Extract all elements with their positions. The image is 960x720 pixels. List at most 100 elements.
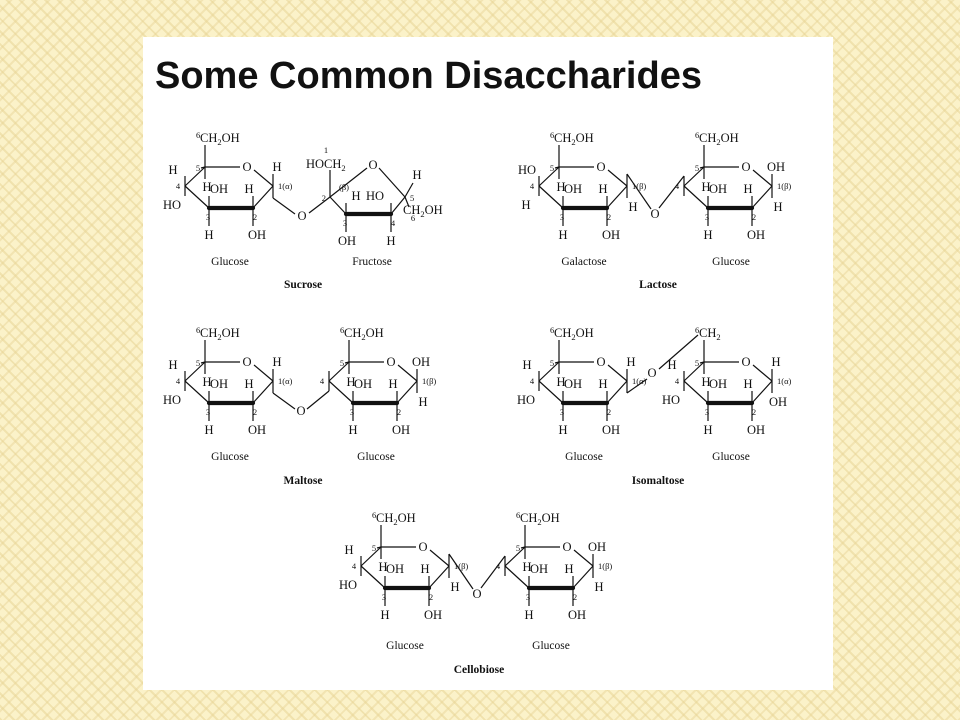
carbon-number: 4 <box>352 561 357 571</box>
slide-title: Some Common Disaccharides <box>155 55 702 97</box>
anomer-label: 1(β) <box>777 181 791 191</box>
h-label: H <box>420 562 429 576</box>
ch2oh-label: CH2OH <box>554 131 594 147</box>
carbon-number: 3 <box>343 218 347 228</box>
carbon-number: 4 <box>496 561 501 571</box>
carbon-number: 6 <box>196 325 200 335</box>
bond-line <box>184 380 210 404</box>
bond-line <box>751 185 773 209</box>
bond-line <box>626 378 648 394</box>
substituent-label: H <box>344 543 353 557</box>
substituent-label: HO <box>339 578 357 592</box>
monomer-name: Glucose <box>712 256 750 268</box>
bond-line <box>607 364 628 382</box>
bond-line <box>404 196 410 208</box>
bond-line <box>538 361 560 382</box>
monomer-name: Galactose <box>561 256 606 268</box>
anomer-label: 1(α) <box>777 376 792 386</box>
ring-oxygen: O <box>418 540 427 554</box>
ch2oh-label: CH2OH <box>200 131 240 147</box>
carbon-number: 1 <box>324 145 328 155</box>
bond-line <box>448 553 474 590</box>
h-label: H <box>522 560 531 574</box>
bond-line <box>344 361 384 364</box>
bond-line <box>360 565 386 589</box>
h-label: H <box>204 228 213 242</box>
bond-line <box>328 380 354 404</box>
substituent-label: OH <box>709 182 727 196</box>
glycosidic-oxygen: O <box>296 404 305 418</box>
carbon-number: 2 <box>397 407 401 417</box>
bond-line <box>253 364 274 382</box>
bond-line <box>538 166 560 187</box>
bond-line <box>626 173 652 210</box>
carbon-number: 2 <box>607 212 611 222</box>
ring-oxygen: O <box>596 355 605 369</box>
ch2oh-label: CH2OH <box>344 326 384 342</box>
bond-line <box>376 546 416 549</box>
carbon-number: 3 <box>206 407 210 417</box>
substituent-label: H <box>773 200 782 214</box>
bond-line <box>606 185 628 209</box>
substituent-label: HO <box>662 393 680 407</box>
carbon-number: 5 <box>516 543 520 553</box>
anomer-label: 1(α) <box>278 181 293 191</box>
carbon-number: 6 <box>550 130 554 140</box>
carbon-number: 4 <box>176 181 181 191</box>
molecule-name: Lactose <box>639 279 677 291</box>
carbon-number: 3 <box>705 212 709 222</box>
carbon-number: 2 <box>253 407 257 417</box>
anomer-label: 1(β) <box>598 561 612 571</box>
monomer-name: Glucose <box>211 256 249 268</box>
ch2oh-label: CH2OH <box>520 511 560 527</box>
carbon-number: 6 <box>550 325 554 335</box>
carbon-number: 3 <box>382 592 386 602</box>
carbon-number: 3 <box>705 407 709 417</box>
glycosidic-oxygen: O <box>297 209 306 223</box>
bond-line <box>200 361 240 364</box>
carbon-number: 5 <box>196 358 200 368</box>
substituent-label: OH <box>210 182 228 196</box>
ch2oh-label: CH2OH <box>699 131 739 147</box>
ring-oxygen: O <box>386 355 395 369</box>
h-label: H <box>556 180 565 194</box>
molecule-name: Maltose <box>284 475 323 487</box>
h-label: H <box>743 377 752 391</box>
monomer-name: Glucose <box>532 640 570 652</box>
bond-line <box>683 185 709 209</box>
bond-line <box>390 196 406 215</box>
substituent-label: HO <box>517 393 535 407</box>
anomer-label: (β) <box>339 182 349 192</box>
substituent-label: OH <box>588 540 606 554</box>
bond-line <box>184 166 206 187</box>
substituent-label: H <box>522 358 531 372</box>
ring-oxygen: O <box>741 355 750 369</box>
carbon-number: 4 <box>176 376 181 386</box>
bond-line <box>538 380 564 404</box>
substituent-label: OH <box>564 182 582 196</box>
ch2oh-label: CH2OH <box>200 326 240 342</box>
carbon-number: 3 <box>206 212 210 222</box>
substituent-label: OH <box>412 355 430 369</box>
carbon-number: 5 <box>550 163 554 173</box>
substituent-label: H <box>667 358 676 372</box>
anomer-label: 1(α) <box>632 376 647 386</box>
carbon-number: 4 <box>675 376 680 386</box>
h-label: H <box>701 180 710 194</box>
bond-line <box>252 185 274 209</box>
bond-line <box>699 166 739 169</box>
carbon-number: 4 <box>530 376 535 386</box>
h-label: H <box>598 377 607 391</box>
carbon-number: 2 <box>752 212 756 222</box>
ring-oxygen: O <box>242 355 251 369</box>
bond-line <box>329 196 347 215</box>
h-label: H <box>380 608 389 622</box>
hoch2-label: HOCH2 <box>306 157 346 173</box>
substituent-label: H <box>168 163 177 177</box>
substituent-label: OH <box>769 395 787 409</box>
bond-line <box>658 175 685 209</box>
h-label: H <box>701 375 710 389</box>
bond-line <box>428 565 450 589</box>
carbon-number: 6 <box>340 325 344 335</box>
